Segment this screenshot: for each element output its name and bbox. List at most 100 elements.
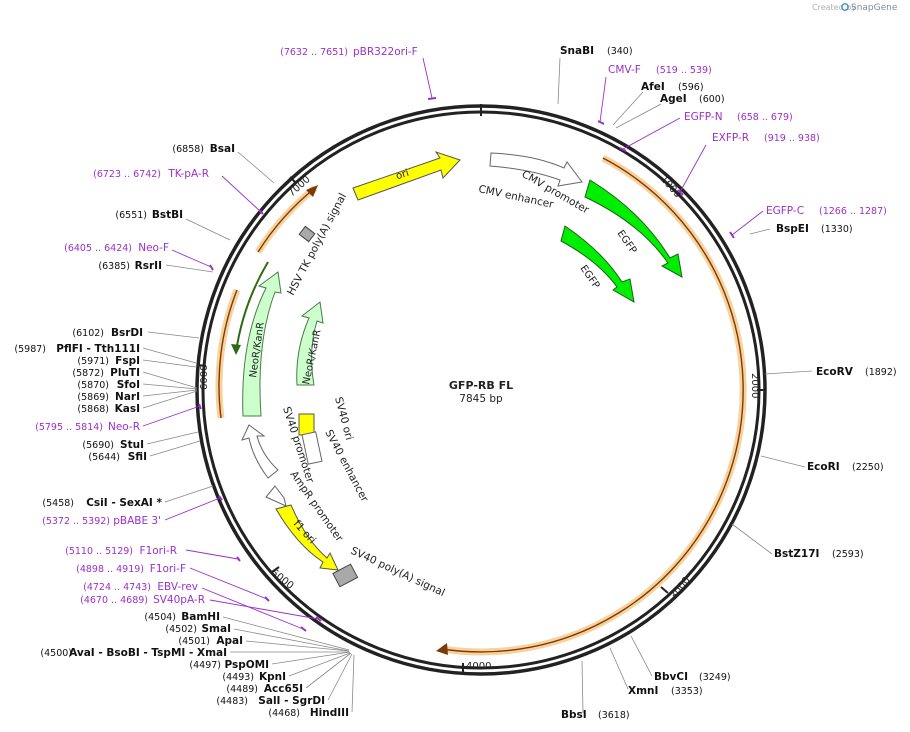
enzyme-pos: (1330) xyxy=(821,224,853,235)
primer-name: EGFP-C xyxy=(766,205,804,217)
enzyme-pos: (6858) xyxy=(172,144,204,155)
enzyme-pos: (6102) xyxy=(72,328,104,339)
enzyme-name: AvaI - BsoBI - TspMI - XmaI xyxy=(69,647,227,659)
primer-range: (5110 .. 5129) xyxy=(65,546,133,557)
primer-name: SV40pA-R xyxy=(153,594,205,606)
enzyme-name: CsiI - SexAI * xyxy=(86,497,162,509)
feature-ampr-promoter[interactable] xyxy=(265,485,287,507)
feature-f1-ori[interactable] xyxy=(275,504,339,571)
primer-name: TK-pA-R xyxy=(167,168,209,180)
enzyme-pos: (4497) xyxy=(189,660,221,671)
enzyme-name: XmnI xyxy=(628,685,658,697)
tick-label-2000: 2000 xyxy=(749,373,760,398)
enzyme-name: NarI xyxy=(115,391,140,403)
enzyme-pos: (5971) xyxy=(77,356,109,367)
enzyme-name: EcoRI xyxy=(807,461,840,473)
feature-neor-kanr-outer[interactable] xyxy=(242,271,282,417)
primer-range: (519 .. 539) xyxy=(656,65,712,76)
primer-name: EBV-rev xyxy=(157,581,198,593)
primer-range: (919 .. 938) xyxy=(764,133,820,144)
enzyme-name: Acc65I xyxy=(264,683,303,695)
feature-sv40-ori[interactable] xyxy=(298,413,315,436)
feature-egfp-inner[interactable] xyxy=(560,225,635,303)
feature-sv40-enhancer[interactable] xyxy=(301,431,323,465)
primer-range: (5372 .. 5392) xyxy=(42,516,110,527)
enzyme-pos: (2250) xyxy=(852,462,884,473)
enzyme-name: KasI xyxy=(115,403,140,415)
snapgene-logo-icon xyxy=(841,3,849,11)
primer-name: Neo-R xyxy=(108,421,140,433)
enzyme-pos: (3618) xyxy=(598,710,630,721)
enzyme-name: StuI xyxy=(120,439,144,451)
orf-arc-upper-arrowhead xyxy=(306,185,318,197)
primer-leader-lines xyxy=(142,57,764,630)
orf-arc-upper-highlight xyxy=(255,185,318,254)
enzyme-name: PflFI - Tth111I xyxy=(56,343,140,355)
enzyme-pos: (5870) xyxy=(77,380,109,391)
enzyme-pos: (4493) xyxy=(222,672,254,683)
primer-range: (658 .. 679) xyxy=(737,112,793,123)
feature-ori[interactable] xyxy=(352,151,461,201)
primer-name: F1ori-F xyxy=(150,563,186,575)
enzyme-name: SfoI xyxy=(117,379,140,391)
feature-neor-kanr-inner[interactable] xyxy=(296,301,324,386)
enzyme-pos: (4483) xyxy=(216,696,248,707)
tick-label-5000: 5000 xyxy=(269,567,296,591)
tick-label-3000: 3000 xyxy=(668,575,692,602)
enzyme-pos: (5868) xyxy=(77,404,109,415)
primer-name: EXFP-R xyxy=(712,132,749,144)
feature-label-sv40-polya: SV40 poly(A) signal xyxy=(349,545,447,599)
feature-cmv-arrows[interactable] xyxy=(489,152,583,187)
enzyme-name: BbsI xyxy=(561,709,587,721)
enzyme-name: EcoRV xyxy=(816,366,854,378)
enzyme-name: BsaI xyxy=(210,143,235,155)
orf-arc-left-highlight xyxy=(215,288,241,419)
primer-name: pBR322ori-F xyxy=(353,46,418,58)
primer-labels: (7632 .. 7651) pBR322ori-F CMV-F (519 ..… xyxy=(35,46,887,606)
primer-name: F1ori-R xyxy=(140,545,177,557)
feature-egfp-outer[interactable] xyxy=(584,179,683,278)
enzyme-name: AgeI xyxy=(660,93,687,105)
enzyme-name: ApaI xyxy=(216,635,243,647)
enzyme-pos: (5644) xyxy=(88,452,120,463)
enzyme-pos: (3249) xyxy=(699,672,731,683)
orf-arc-right-arrowhead xyxy=(436,643,448,655)
enzyme-pos: (5987) xyxy=(14,344,46,355)
tick-label-4000: 4000 xyxy=(466,661,491,672)
primer-markers xyxy=(198,97,735,632)
enzyme-pos: (5458) xyxy=(42,498,74,509)
enzyme-labels: SnaBI (340) AfeI (596) AgeI (600) BspEI … xyxy=(14,45,896,721)
enzyme-pos: (4502) xyxy=(165,624,197,635)
enzyme-pos: (1892) xyxy=(865,367,897,378)
feature-hsv-tk-polya[interactable] xyxy=(298,225,316,243)
primer-range: (6405 .. 6424) xyxy=(64,243,132,254)
enzyme-pos: (4500) xyxy=(40,648,72,659)
plasmid-size: 7845 bp xyxy=(459,393,503,405)
enzyme-name: SnaBI xyxy=(560,45,594,57)
enzyme-pos: (3353) xyxy=(671,686,703,697)
orf-arc-right xyxy=(441,157,744,653)
enzyme-name: PluTI xyxy=(110,367,140,379)
feature-label-ori: ori xyxy=(395,168,411,182)
enzyme-pos: (4489) xyxy=(226,684,258,695)
enzyme-name: PspOMI xyxy=(224,659,269,671)
orf-arc-neo-arrowhead xyxy=(231,344,241,355)
enzyme-pos: (6551) xyxy=(115,210,147,221)
enzyme-name: KpnI xyxy=(259,671,286,683)
enzyme-name: SfiI xyxy=(128,451,147,463)
enzyme-pos: (4504) xyxy=(144,612,176,623)
primer-name: EGFP-N xyxy=(684,111,723,123)
primer-range: (4724 .. 4743) xyxy=(83,582,151,593)
enzyme-name: AfeI xyxy=(641,81,665,93)
feature-sv40-polya[interactable] xyxy=(332,563,359,588)
enzyme-name: BspEI xyxy=(776,223,809,235)
enzyme-pos: (4468) xyxy=(268,708,300,719)
enzyme-name: BbvCI xyxy=(654,671,688,683)
enzyme-pos: (5872) xyxy=(72,368,104,379)
enzyme-pos: (2593) xyxy=(832,549,864,560)
enzyme-name: BstZ17I xyxy=(774,548,819,560)
enzyme-name: BstBI xyxy=(152,209,183,221)
feature-sv40-promoter[interactable] xyxy=(241,424,279,479)
